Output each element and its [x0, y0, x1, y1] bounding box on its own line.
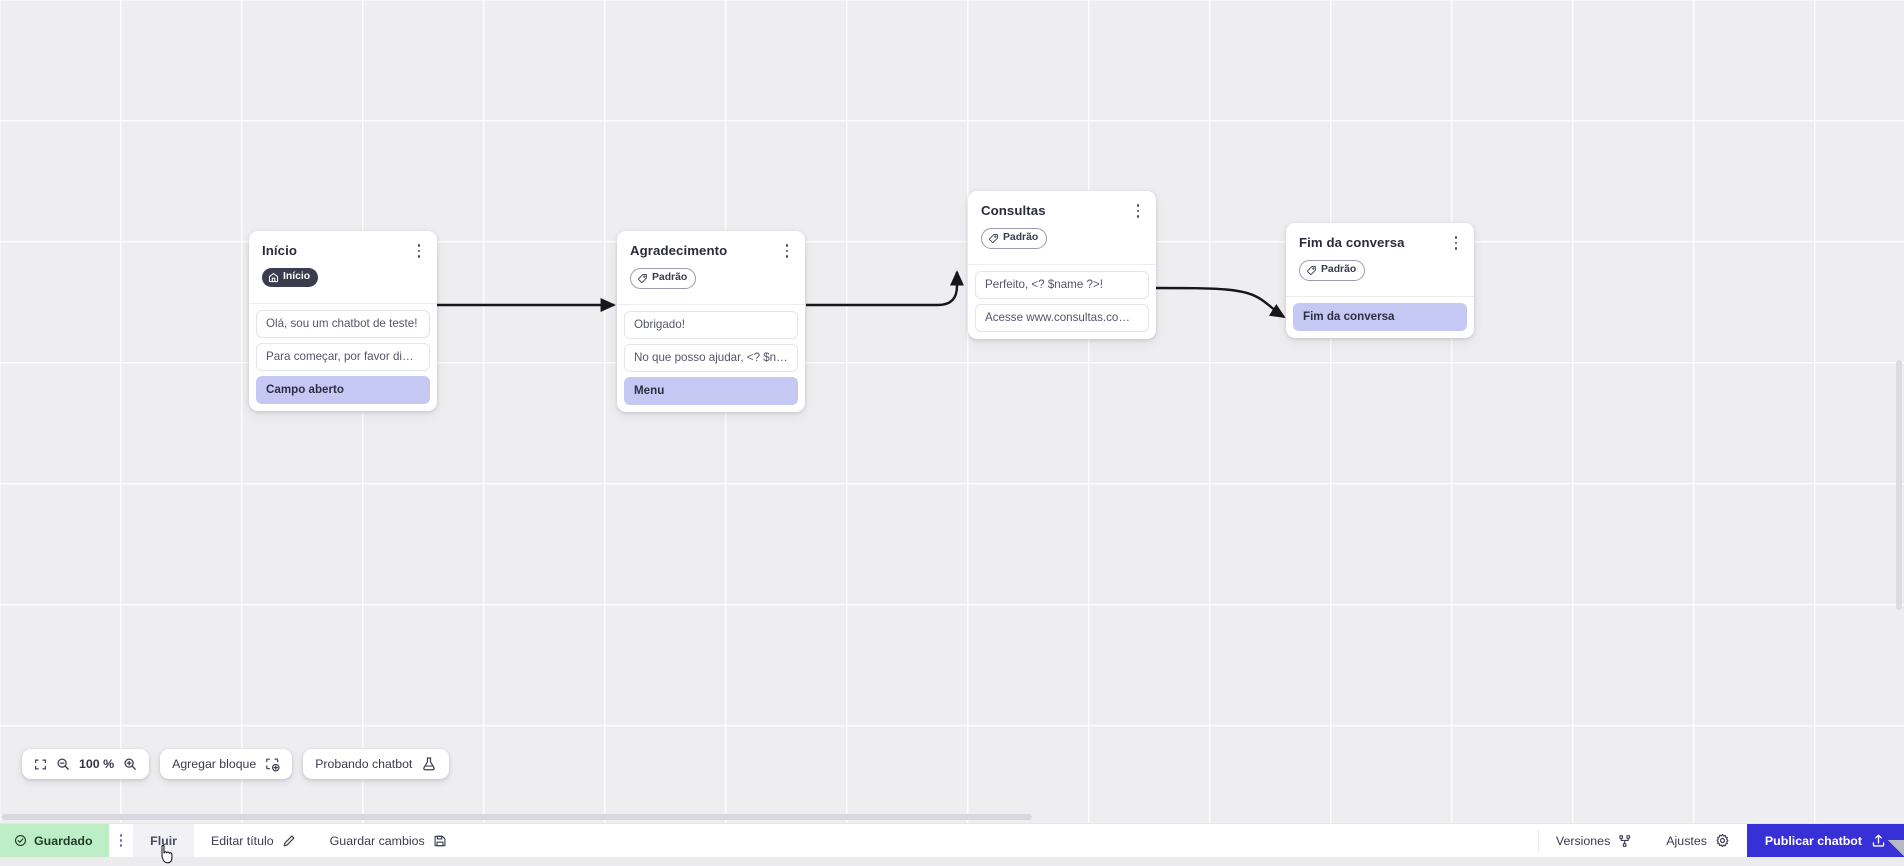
fit-screen-icon[interactable]: [34, 758, 47, 771]
status-menu-button[interactable]: [109, 824, 134, 857]
node-field-action[interactable]: Fim da conversa: [1293, 303, 1467, 331]
node-fields: Fim da conversa: [1286, 303, 1474, 331]
connector-consultas-to-fim-render: [1152, 288, 1284, 317]
node-badge-start[interactable]: Início: [262, 268, 318, 287]
tag-icon: [988, 233, 999, 244]
node-header: Início: [249, 231, 437, 259]
node-badge-default[interactable]: Padrão: [1299, 260, 1365, 281]
tab-flow-label: Fluir: [150, 834, 177, 848]
statusbar-spacer: [464, 824, 1538, 857]
horizontal-scrollbar[interactable]: [2, 814, 1032, 820]
node-field-message[interactable]: Obrigado!: [624, 311, 798, 339]
connector-3-to-4: [1152, 253, 1276, 309]
node-title: Consultas: [981, 203, 1143, 219]
publish-chatbot-button[interactable]: Publicar chatbot: [1747, 824, 1904, 857]
node-badge-row: Padrão: [968, 219, 1156, 257]
saved-status-label: Guardado: [34, 834, 93, 848]
connector-consultas-to-fim-path: [1152, 257, 1278, 308]
home-icon: [268, 272, 279, 283]
node-badge-label: Padrão: [1003, 233, 1038, 243]
node-badge-label: Padrão: [652, 273, 687, 283]
node-field-action[interactable]: Menu: [624, 377, 798, 405]
connector-consultas-to-fim-visible: [1152, 252, 1277, 304]
node-card-consultas[interactable]: Consultas Padrão Perfeito, <? $name ?>! …: [968, 191, 1156, 339]
node-field-message[interactable]: Para começar, por favor digite o ...: [256, 343, 430, 371]
divider: [617, 304, 805, 305]
node-card-agradecimento[interactable]: Agradecimento Padrão Obrigado! No que po…: [617, 231, 805, 412]
connector-agradecimento-to-consultas: [806, 272, 957, 305]
flow-canvas[interactable]: Início Início Olá, sou um chatbot de tes…: [0, 0, 1904, 823]
versions-button[interactable]: Versiones: [1539, 824, 1649, 857]
node-menu-button[interactable]: [1448, 234, 1464, 252]
test-chatbot-button[interactable]: Probando chatbot: [303, 749, 449, 779]
edit-title-label: Editar título: [211, 834, 274, 848]
divider: [1286, 296, 1474, 297]
zoom-controls: 100 %: [22, 749, 149, 779]
node-badge-label: Início: [283, 272, 310, 282]
node-badge-label: Padrão: [1321, 265, 1356, 275]
saved-status-badge: Guardado: [0, 824, 109, 857]
node-field-message[interactable]: Acesse www.consultas.com par...: [975, 304, 1149, 332]
add-block-label: Agregar bloque: [172, 758, 256, 770]
zoom-in-icon[interactable]: [123, 757, 137, 771]
node-title: Agradecimento: [630, 243, 792, 259]
node-badge-row: Padrão: [1286, 251, 1474, 289]
node-field-action[interactable]: Campo aberto: [256, 376, 430, 404]
node-badge-row: Início: [249, 259, 437, 296]
add-block-icon: [265, 757, 280, 772]
node-title: Fim da conversa: [1299, 235, 1461, 251]
node-card-fim-da-conversa[interactable]: Fim da conversa Padrão Fim da conversa: [1286, 223, 1474, 338]
save-changes-button[interactable]: Guardar cambios: [313, 824, 464, 857]
upload-icon: [1871, 833, 1886, 848]
node-header: Agradecimento: [617, 231, 805, 259]
tab-flow[interactable]: Fluir: [133, 824, 194, 857]
floppy-disk-icon: [433, 834, 447, 848]
node-menu-button[interactable]: [779, 242, 795, 260]
node-title: Início: [262, 243, 424, 259]
connector-consultas-to-fim-line: [1152, 253, 1277, 307]
settings-label: Ajustes: [1666, 834, 1707, 848]
window-resize-handle[interactable]: [1887, 840, 1904, 857]
connector-layer: [0, 0, 1904, 823]
node-field-message[interactable]: No que posso ajudar, <? $name ...: [624, 344, 798, 372]
node-header: Consultas: [968, 191, 1156, 219]
branch-icon: [1618, 834, 1632, 848]
node-badge-row: Padrão: [617, 259, 805, 297]
canvas-toolbar: 100 % Agregar bloque Probando chatbot: [22, 749, 449, 779]
divider: [249, 303, 437, 304]
node-header: Fim da conversa: [1286, 223, 1474, 251]
node-fields: Olá, sou um chatbot de teste! Para começ…: [249, 310, 437, 404]
publish-chatbot-label: Publicar chatbot: [1765, 834, 1862, 848]
node-badge-default[interactable]: Padrão: [981, 228, 1047, 249]
node-field-message[interactable]: Olá, sou um chatbot de teste!: [256, 310, 430, 338]
divider: [968, 264, 1156, 265]
settings-button[interactable]: Ajustes: [1649, 824, 1747, 857]
vertical-scrollbar[interactable]: [1896, 360, 1902, 610]
tag-icon: [1306, 265, 1317, 276]
node-menu-button[interactable]: [411, 242, 427, 260]
gear-icon: [1715, 833, 1730, 848]
node-fields: Perfeito, <? $name ?>! Acesse www.consul…: [968, 271, 1156, 332]
status-bar: Guardado Fluir Editar título Guardar cam…: [0, 823, 1904, 857]
add-block-button[interactable]: Agregar bloque: [160, 749, 292, 779]
check-circle-icon: [14, 834, 27, 847]
edit-title-button[interactable]: Editar título: [194, 824, 313, 857]
save-changes-label: Guardar cambios: [330, 834, 425, 848]
flask-icon: [421, 756, 437, 772]
zoom-level-value: 100 %: [79, 757, 114, 771]
test-chatbot-label: Probando chatbot: [315, 758, 412, 770]
node-fields: Obrigado! No que posso ajudar, <? $name …: [617, 311, 805, 405]
node-field-message[interactable]: Perfeito, <? $name ?>!: [975, 271, 1149, 299]
node-badge-default[interactable]: Padrão: [630, 268, 696, 289]
node-card-inicio[interactable]: Início Início Olá, sou um chatbot de tes…: [249, 231, 437, 411]
versions-label: Versiones: [1556, 834, 1610, 848]
zoom-out-icon[interactable]: [56, 757, 70, 771]
node-menu-button[interactable]: [1130, 202, 1146, 220]
tag-icon: [637, 273, 648, 284]
pencil-icon: [282, 834, 296, 848]
